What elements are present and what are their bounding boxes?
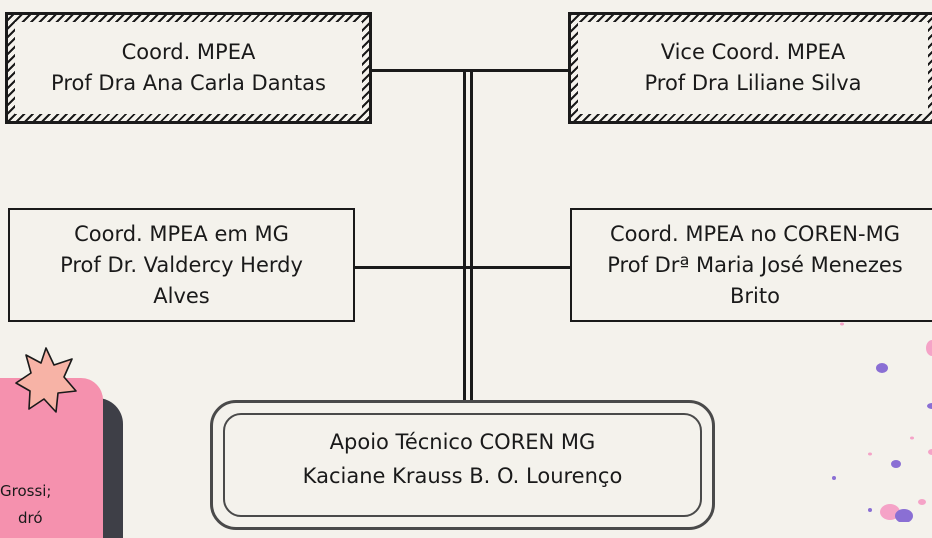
vice-coordinator-name: Prof Dra Liliane Silva — [642, 68, 864, 99]
support-title: Apoio Técnico COREN MG — [329, 430, 596, 454]
coordinator-mg-name: Prof Dr. Valdercy Herdy — [60, 252, 303, 277]
connector-trunk-2 — [470, 70, 473, 405]
coordinator-mg-title: Coord. MPEA em MG — [74, 221, 289, 246]
coordinator-name: Prof Dra Ana Carla Dantas — [49, 68, 328, 99]
coordinator-coren-name: Prof Drª Maria José Menezes — [607, 252, 903, 277]
coordinator-coren-name-cont: Brito — [730, 283, 780, 308]
coordinator-mg-box: Coord. MPEA em MG Prof Dr. Valdercy Herd… — [8, 208, 355, 322]
support-box: Apoio Técnico COREN MG Kaciane Krauss B.… — [210, 400, 715, 530]
coordinator-coren-box: Coord. MPEA no COREN-MG Prof Drª Maria J… — [570, 208, 932, 322]
side-card-line-1: Grossi; — [0, 482, 52, 500]
support-box-inner-border — [223, 413, 702, 517]
vice-coordinator-box: Vice Coord. MPEA Prof Dra Liliane Silva — [568, 12, 932, 124]
connector-middle — [355, 266, 570, 269]
side-card-text: Grossi; dró — [0, 478, 52, 532]
connector-trunk — [463, 70, 466, 405]
support-name: Kaciane Krauss B. O. Lourenço — [302, 464, 623, 488]
confetti-decoration — [832, 322, 932, 522]
coordinator-mg-name-cont: Alves — [153, 283, 210, 308]
support-text: Apoio Técnico COREN MG Kaciane Krauss B.… — [213, 425, 712, 493]
star-icon — [15, 347, 77, 413]
vice-coordinator-title: Vice Coord. MPEA — [658, 37, 848, 68]
coordinator-title: Coord. MPEA — [119, 37, 258, 68]
side-card-line-2: dró — [18, 509, 43, 527]
coordinator-box: Coord. MPEA Prof Dra Ana Carla Dantas — [5, 12, 372, 124]
coordinator-coren-title: Coord. MPEA no COREN-MG — [610, 221, 900, 246]
connector-top — [370, 69, 570, 72]
